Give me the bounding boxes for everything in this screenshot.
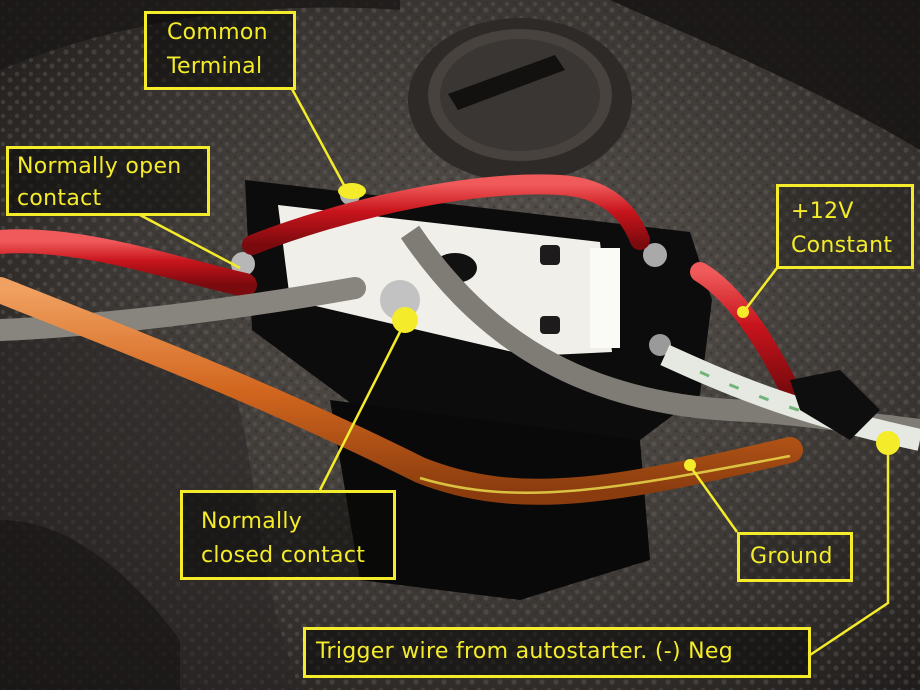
callout-normally-closed-contact: Normally closed contact — [180, 490, 396, 580]
callout-common-terminal: Common Terminal — [144, 11, 296, 90]
callout-text: Constant — [791, 233, 893, 258]
callout-normally-open-contact: Normally open contact — [6, 146, 210, 216]
callout-text: Terminal — [167, 54, 263, 79]
callout-text: +12V — [791, 199, 854, 224]
callout-text: Ground — [750, 544, 833, 569]
callout-text: Normally — [201, 509, 303, 534]
callout-text: Trigger wire from autostarter. (-) Neg — [316, 639, 734, 664]
callout-ground: Ground — [737, 532, 853, 582]
callout-trigger-wire: Trigger wire from autostarter. (-) Neg — [303, 627, 811, 678]
callout-plus12v-constant: +12V Constant — [776, 184, 914, 269]
callout-text: Common — [167, 20, 268, 45]
callout-text: closed contact — [201, 543, 366, 568]
callout-text: Normally open — [17, 154, 182, 179]
callout-text: contact — [17, 186, 102, 211]
